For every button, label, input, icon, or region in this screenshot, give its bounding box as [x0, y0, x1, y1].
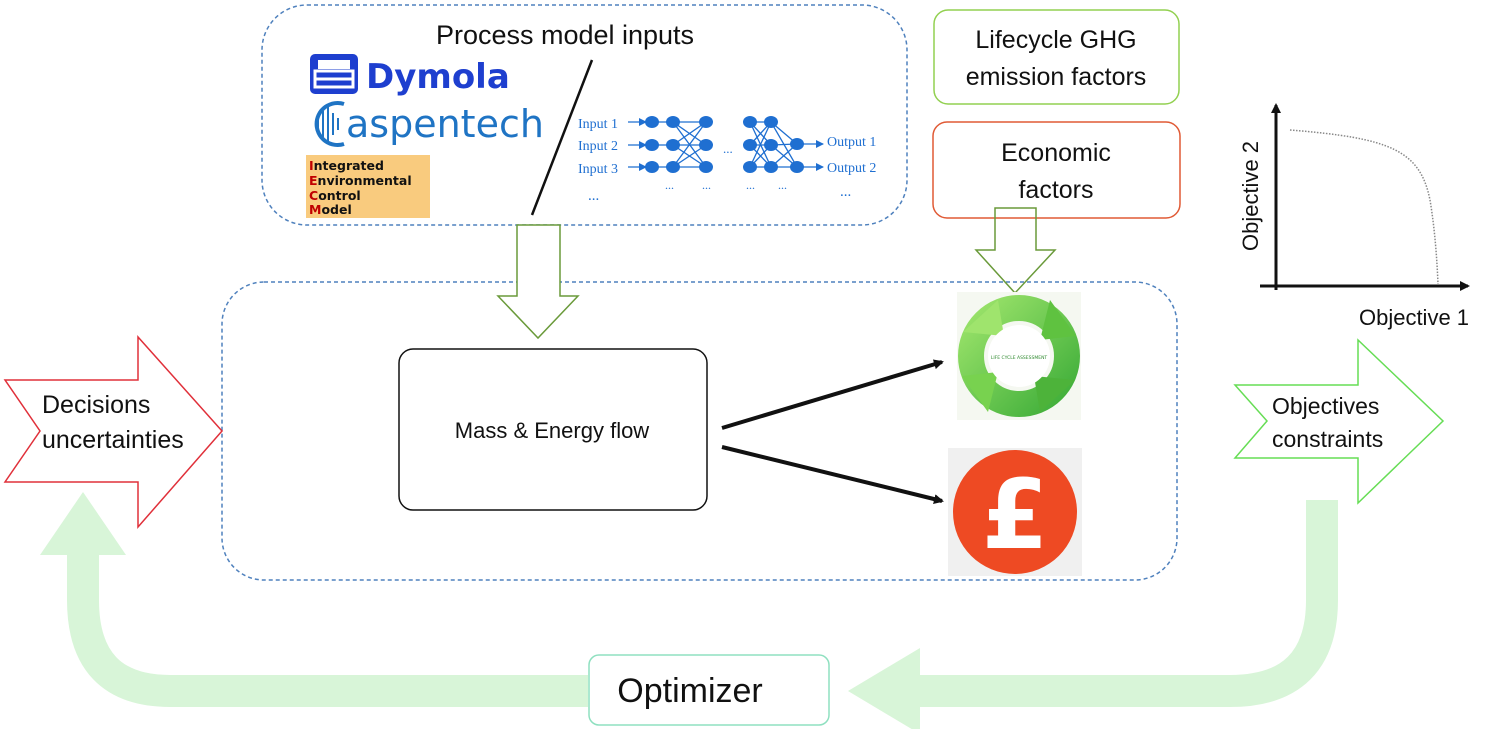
nn-node [743, 116, 757, 128]
nn-middle-ellipsis: ... [723, 141, 733, 156]
decisions-uncertainties-arrow: Decisions uncertainties [3, 335, 224, 529]
iecm-line-4: odel [321, 202, 351, 217]
lifecycle-ghg-line1: Lifecycle GHG [975, 26, 1136, 54]
mass-energy-flow-label: Mass & Energy flow [455, 418, 650, 443]
nn-node [743, 139, 757, 151]
mass-energy-flow-box: Mass & Energy flow [398, 348, 708, 511]
nn-node [666, 116, 680, 128]
svg-text:Model: Model [309, 202, 352, 217]
process-model-inputs-box: Process model inputs Dymola aspentech In… [261, 4, 908, 226]
process-to-model-arrow [496, 224, 580, 340]
objectives-constraints-arrow: Objectives constraints [1233, 338, 1445, 505]
nn-node [645, 161, 659, 173]
optimizer-label: Optimizer [617, 672, 762, 710]
nn-node [645, 116, 659, 128]
aspentech-label: aspentech [346, 102, 544, 146]
iecm-logo: Integrated Environmental Control Model [306, 155, 430, 218]
nn-output-ellipsis: ... [840, 184, 851, 200]
nn-node [699, 116, 713, 128]
process-model-inputs-title: Process model inputs [436, 20, 694, 50]
nn-bottom-ellipsis-a: ... [665, 178, 674, 192]
pareto-xlabel: Objective 1 [1359, 305, 1469, 330]
lifecycle-ghg-line2: emission factors [966, 63, 1147, 91]
nn-input-1: Input 1 [578, 117, 618, 132]
nn-node [764, 116, 778, 128]
economic-factors-box: Economic factors [932, 121, 1181, 219]
dymola-logo: Dymola [310, 54, 510, 97]
arrow-to-cost [721, 445, 944, 504]
feedback-arrowhead-up [40, 492, 126, 555]
objectives-line1: Objectives [1272, 393, 1379, 419]
nn-edge [672, 121, 707, 168]
nn-bottom-ellipsis-c: ... [746, 178, 755, 192]
feedback-arrowhead-left [848, 648, 920, 729]
iecm-line-1: ntegrated [314, 158, 384, 173]
nn-node [666, 139, 680, 151]
pareto-front-plot: Objective 1 Objective 2 [1238, 103, 1470, 330]
svg-text:Integrated: Integrated [309, 158, 384, 173]
factors-to-model-arrow [974, 207, 1057, 295]
objectives-line2: constraints [1272, 426, 1383, 452]
economic-factors-line2: factors [1018, 176, 1093, 204]
nn-bottom-ellipsis-b: ... [702, 178, 711, 192]
nn-edge [770, 121, 798, 168]
economic-factors-line1: Economic [1001, 139, 1111, 167]
iecm-line-2: nvironmental [318, 173, 412, 188]
dymola-label: Dymola [366, 57, 510, 97]
model-container-box [221, 281, 1178, 581]
nn-node [666, 161, 680, 173]
pareto-curve [1289, 129, 1439, 285]
lca-icon-text: LIFE CYCLE ASSESSMENT [991, 355, 1048, 361]
pareto-ylabel: Objective 2 [1238, 141, 1263, 251]
nn-node [743, 161, 757, 173]
nn-edge [672, 121, 707, 146]
arrow-to-lca [721, 359, 944, 430]
nn-node [645, 139, 659, 151]
divider-slash [530, 59, 594, 216]
nn-input-2: Input 2 [578, 139, 618, 154]
nn-node [699, 139, 713, 151]
nn-node [790, 161, 804, 173]
nn-edge [749, 121, 772, 168]
nn-node [764, 161, 778, 173]
aspentech-logo: aspentech [314, 101, 544, 147]
optimizer-box: Optimizer [588, 654, 830, 726]
decisions-line2: uncertainties [42, 426, 184, 454]
feedback-loop [40, 492, 1338, 729]
nn-output-1: Output 1 [827, 135, 876, 150]
nn-node [764, 139, 778, 151]
decisions-line1: Decisions [42, 391, 150, 419]
lifecycle-assessment-icon: LIFE CYCLE ASSESSMENT [957, 292, 1081, 420]
nn-node [790, 138, 804, 150]
iecm-line-3: ontrol [318, 188, 361, 203]
nn-input-ellipsis: ... [588, 188, 599, 204]
nn-bottom-ellipsis-d: ... [778, 178, 787, 192]
nn-output-2: Output 2 [827, 161, 876, 176]
svg-text:Control: Control [309, 188, 361, 203]
pound-cost-icon: £ [948, 448, 1082, 576]
lifecycle-ghg-box: Lifecycle GHG emission factors [933, 9, 1180, 105]
nn-node [699, 161, 713, 173]
svg-text:Environmental: Environmental [309, 173, 412, 188]
pound-symbol: £ [982, 459, 1049, 571]
neural-network-icon: Input 1 Input 2 Input 3 ... Output 1 Out… [578, 116, 876, 204]
nn-input-3: Input 3 [578, 162, 618, 177]
